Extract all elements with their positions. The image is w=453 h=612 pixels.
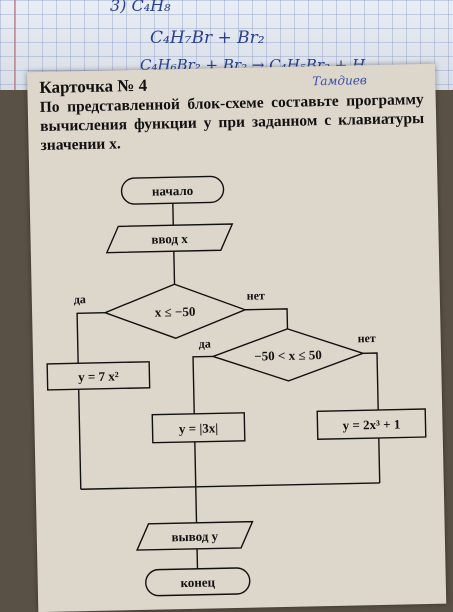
- end-label: конец: [180, 574, 215, 590]
- branch-3-label: y = 2x³ + 1: [342, 417, 400, 433]
- connector-branch1-down: [79, 389, 81, 489]
- connector-branch2-down: [195, 442, 196, 487]
- connector-cond2-yes: [193, 356, 214, 413]
- input-label: ввод x: [151, 231, 188, 247]
- connector-input-cond1: [174, 251, 175, 284]
- condition-2-label: −50 < x ≤ 50: [254, 347, 322, 363]
- notebook-margin: [14, 0, 16, 90]
- start-label: начало: [152, 183, 194, 199]
- condition-1-yes-label: да: [74, 292, 86, 306]
- connector-cond1-no: [245, 309, 287, 330]
- branch-1-label: y = 7 x²: [78, 368, 119, 384]
- branch-2-label: y = |3x|: [179, 420, 218, 436]
- flowchart: начало ввод x x ≤ −50 да нет y = 7 x² −5…: [27, 64, 446, 612]
- condition-1-no-label: нет: [247, 288, 266, 302]
- condition-2-no-label: нет: [357, 331, 376, 345]
- handwriting-line-2: C₄H₇Br + Br₂: [150, 28, 265, 48]
- condition-1-label: x ≤ −50: [155, 304, 196, 320]
- output-label: вывод y: [171, 528, 218, 544]
- connector-cond1-yes: [77, 313, 106, 364]
- connector-cond2-no: [363, 353, 378, 410]
- task-card: Карточка № 4 Тамдиев По представленной б…: [27, 64, 446, 612]
- handwriting-line-1: 3) C₄H₈: [110, 0, 171, 15]
- connector-merge: [81, 483, 380, 489]
- connector-branch3-down: [379, 438, 380, 483]
- condition-2-yes-label: да: [199, 336, 211, 350]
- connector-merge-output: [196, 487, 197, 523]
